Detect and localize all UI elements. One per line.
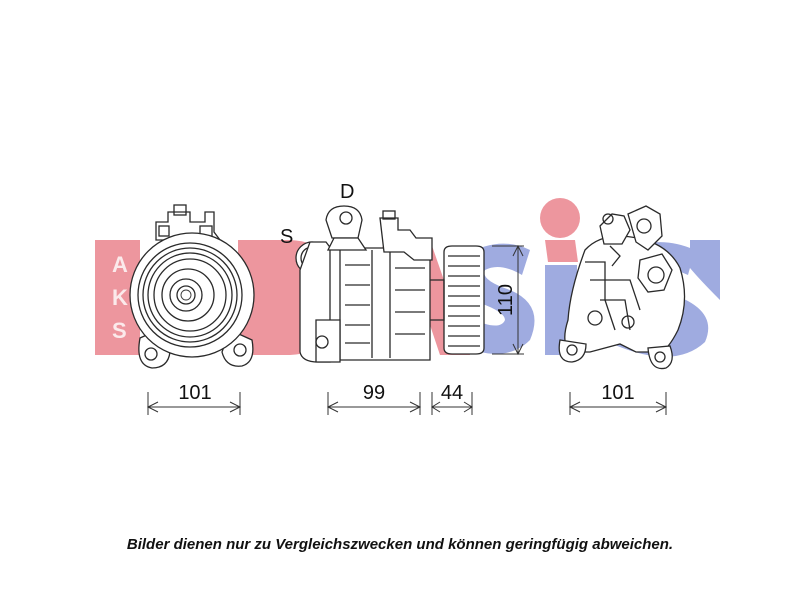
dim-pulley-length [431,392,473,415]
dim-rear-width-label: 101 [601,382,634,404]
rear-view [558,205,686,370]
control-valve [379,217,433,261]
dim-front-width [146,392,242,415]
side-view [295,205,485,363]
disclaimer-caption: Bilder dienen nur zu Vergleichszwecken u… [126,536,674,553]
svg-text:A: A [112,252,128,277]
front-pulley-outer [137,242,243,348]
dim-height [492,244,524,356]
dim-pulley-length-label: 44 [441,382,463,404]
rear-lug-right [647,345,673,370]
rear-body [564,235,686,353]
front-view [129,204,255,369]
port-label-suction: S [280,226,293,248]
dim-body-length [326,392,422,415]
dim-body-length-label: 99 [363,382,385,404]
front-hub [169,278,203,312]
dim-height-label: 110 [495,284,517,316]
front-top-block [155,211,222,241]
side-pulley [443,245,485,355]
dim-front-width-label: 101 [178,382,211,404]
rear-lug-left [558,339,587,363]
watermark-i-dot [540,198,580,238]
port-label-discharge: D [340,181,354,203]
svg-text:K: K [112,285,128,310]
svg-text:S: S [112,318,127,343]
discharge-port [325,205,363,239]
dim-rear-width [568,392,668,415]
